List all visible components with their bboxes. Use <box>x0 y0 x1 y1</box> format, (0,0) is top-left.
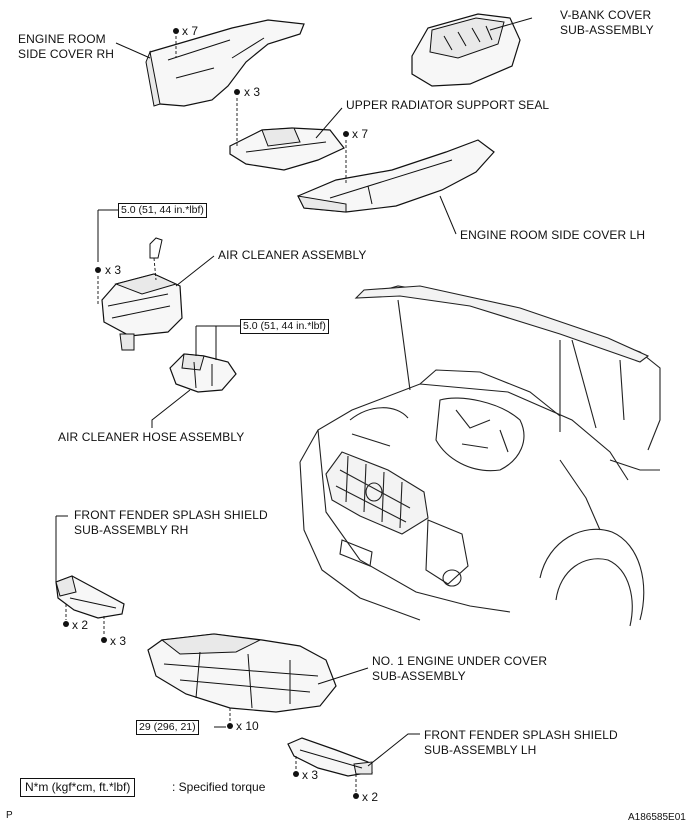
label-line-2: SUB-ASSEMBLY LH <box>424 743 537 757</box>
qty-side-cover-lh-bolts: x 7 <box>352 127 369 141</box>
label-line-2: SUB-ASSEMBLY RH <box>74 523 189 537</box>
qty-splash-rh-bolts-a: x 2 <box>72 618 89 632</box>
label-front-fender-splash-shield-lh: FRONT FENDER SPLASH SHIELD SUB-ASSEMBLY … <box>424 728 618 758</box>
label-air-cleaner-hose-assembly: AIR CLEANER HOSE ASSEMBLY <box>58 430 245 444</box>
torque-under-cover: 29 (296, 21) <box>136 720 199 735</box>
figure-code: A186585E01 <box>628 812 686 823</box>
no1-engine-under-cover-part <box>147 633 369 729</box>
front-fender-splash-shield-rh-part <box>55 515 125 643</box>
torque-hose-clamp: 5.0 (51, 44 in.*lbf) <box>240 319 329 334</box>
torque-air-cleaner: 5.0 (51, 44 in.*lbf) <box>118 203 207 218</box>
label-line-2: SUB-ASSEMBLY <box>372 669 466 683</box>
qty-splash-lh-bolts-b: x 2 <box>362 790 379 804</box>
vehicle-illustration <box>299 285 661 627</box>
label-engine-room-side-cover-lh: ENGINE ROOM SIDE COVER LH <box>460 228 646 242</box>
label-upper-radiator-support-seal: UPPER RADIATOR SUPPORT SEAL <box>346 98 550 112</box>
qty-under-cover-bolts: x 10 <box>236 719 259 733</box>
qty-side-cover-rh-bolts: x 7 <box>182 24 199 38</box>
label-air-cleaner-assembly: AIR CLEANER ASSEMBLY <box>218 248 367 262</box>
label-line-1: NO. 1 ENGINE UNDER COVER <box>372 654 548 668</box>
label-line-1: V-BANK COVER <box>560 8 652 22</box>
engine-room-side-cover-lh-part <box>297 131 495 235</box>
v-bank-cover-part <box>411 13 533 87</box>
air-cleaner-assembly-part <box>95 209 215 351</box>
label-line-1: FRONT FENDER SPLASH SHIELD <box>424 728 618 742</box>
legend-specified-torque: : Specified torque <box>172 780 266 794</box>
label-v-bank-cover: V-BANK COVER SUB-ASSEMBLY <box>560 8 654 38</box>
corner-mark-left: P <box>6 810 13 821</box>
label-front-fender-splash-shield-rh: FRONT FENDER SPLASH SHIELD SUB-ASSEMBLY … <box>74 508 268 538</box>
front-fender-splash-shield-lh-part <box>287 733 420 799</box>
qty-splash-rh-bolts-b: x 3 <box>110 634 127 648</box>
engine-room-side-cover-rh-part <box>115 19 305 107</box>
qty-radiator-seal-bolts: x 3 <box>244 85 261 99</box>
legend-unit-box: N*m (kgf*cm, ft.*lbf) <box>20 778 136 797</box>
upper-radiator-support-seal-part <box>229 89 345 171</box>
label-no1-engine-under-cover: NO. 1 ENGINE UNDER COVER SUB-ASSEMBLY <box>372 654 547 684</box>
label-line-1: FRONT FENDER SPLASH SHIELD <box>74 508 268 522</box>
label-line-2: SUB-ASSEMBLY <box>560 23 654 37</box>
label-engine-room-side-cover-rh: ENGINE ROOM SIDE COVER RH <box>18 32 114 62</box>
air-cleaner-hose-assembly-part <box>151 325 240 428</box>
qty-splash-lh-bolts-a: x 3 <box>302 768 319 782</box>
label-line-1: ENGINE ROOM <box>18 32 106 46</box>
label-line-2: SIDE COVER RH <box>18 47 114 61</box>
qty-air-cleaner-bolts: x 3 <box>105 263 122 277</box>
